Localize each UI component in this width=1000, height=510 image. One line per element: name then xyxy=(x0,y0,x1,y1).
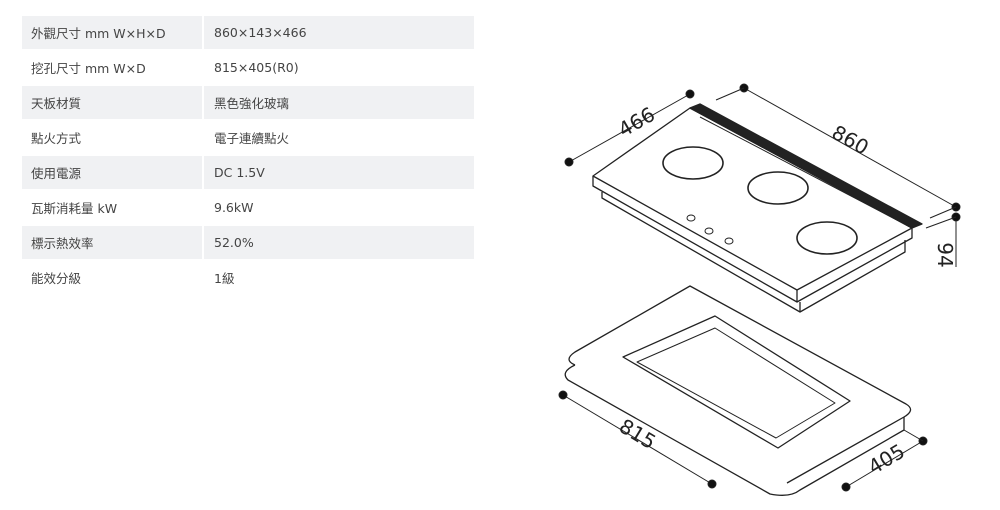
spec-value: 860×143×466 xyxy=(204,16,474,49)
dim-label-width: 860 xyxy=(828,120,873,160)
spec-label: 能效分級 xyxy=(31,271,82,286)
cutout-opening xyxy=(622,315,851,449)
dim-label-cutout-depth: 405 xyxy=(864,439,909,479)
dim-860-line xyxy=(743,87,957,208)
spec-value: DC 1.5V xyxy=(204,156,474,189)
cutout-board-top xyxy=(568,285,912,484)
control-knob xyxy=(724,237,734,245)
dimension-diagram: 466 860 94 815 405 xyxy=(558,83,961,496)
spec-row: 挖孔尺寸 mm W×D 815×405(R0) xyxy=(22,51,474,84)
dim-405-line xyxy=(845,440,924,488)
spec-label: 使用電源 xyxy=(22,156,202,189)
dim-860-ext xyxy=(929,206,957,219)
dim-label-height: 94 xyxy=(933,242,957,267)
spec-row: 瓦斯消耗量 kW 9.6kW xyxy=(22,191,474,224)
spec-label: 標示熱效率 xyxy=(22,226,202,259)
cooktop-side-edge xyxy=(796,228,913,303)
spec-value: 黑色強化玻璃 xyxy=(204,86,474,119)
burner-left xyxy=(662,146,724,180)
spec-value: 815×405(R0) xyxy=(214,60,299,75)
dimension-lines xyxy=(558,83,961,492)
dim-815-line xyxy=(562,394,713,485)
dim-405-end xyxy=(841,482,851,492)
cutout-opening-inner xyxy=(636,327,836,439)
spec-table: 外觀尺寸 mm W×H×D 860×143×466 挖孔尺寸 mm W×D 81… xyxy=(22,16,474,296)
cooktop-strip-line xyxy=(699,116,913,229)
spec-label: 挖孔尺寸 mm W×D xyxy=(31,61,146,76)
spec-label: 瓦斯消耗量 kW xyxy=(31,201,118,216)
spec-label: 天板材質 xyxy=(22,86,202,119)
dim-94-ext xyxy=(925,216,957,229)
dim-466-line xyxy=(568,93,691,163)
spec-value: 電子連續點火 xyxy=(214,131,290,146)
burner-middle xyxy=(747,171,809,205)
dim-815-end xyxy=(558,390,568,400)
dim-466-end xyxy=(685,89,695,99)
control-knob xyxy=(704,227,714,235)
spec-row: 外觀尺寸 mm W×H×D 860×143×466 xyxy=(22,16,474,49)
spec-label: 外觀尺寸 mm W×H×D xyxy=(22,16,202,49)
spec-label: 點火方式 xyxy=(31,131,82,146)
spec-row: 使用電源 DC 1.5V xyxy=(22,156,474,189)
burner-right xyxy=(796,221,858,255)
spec-value: 9.6kW xyxy=(214,200,254,215)
control-knob xyxy=(686,214,696,222)
cooktop-drawing xyxy=(592,103,923,313)
dim-405-ext xyxy=(903,429,924,442)
cutout-board-front xyxy=(564,364,905,496)
spec-value: 52.0% xyxy=(204,226,474,259)
cutout-drawing xyxy=(564,285,912,496)
dim-860-ext xyxy=(715,87,745,101)
dim-466-end xyxy=(564,157,574,167)
cooktop-rear-strip xyxy=(689,103,923,229)
spec-row: 標示熱效率 52.0% xyxy=(22,226,474,259)
cooktop-front-edge xyxy=(592,176,798,303)
spec-row: 能效分級 1級 xyxy=(22,261,474,294)
spec-row: 點火方式 電子連續點火 xyxy=(22,121,474,154)
spec-row: 天板材質 黑色強化玻璃 xyxy=(22,86,474,119)
dim-815-end xyxy=(707,479,717,489)
spec-value: 1級 xyxy=(214,271,235,286)
dim-label-cutout-width: 815 xyxy=(615,414,660,454)
